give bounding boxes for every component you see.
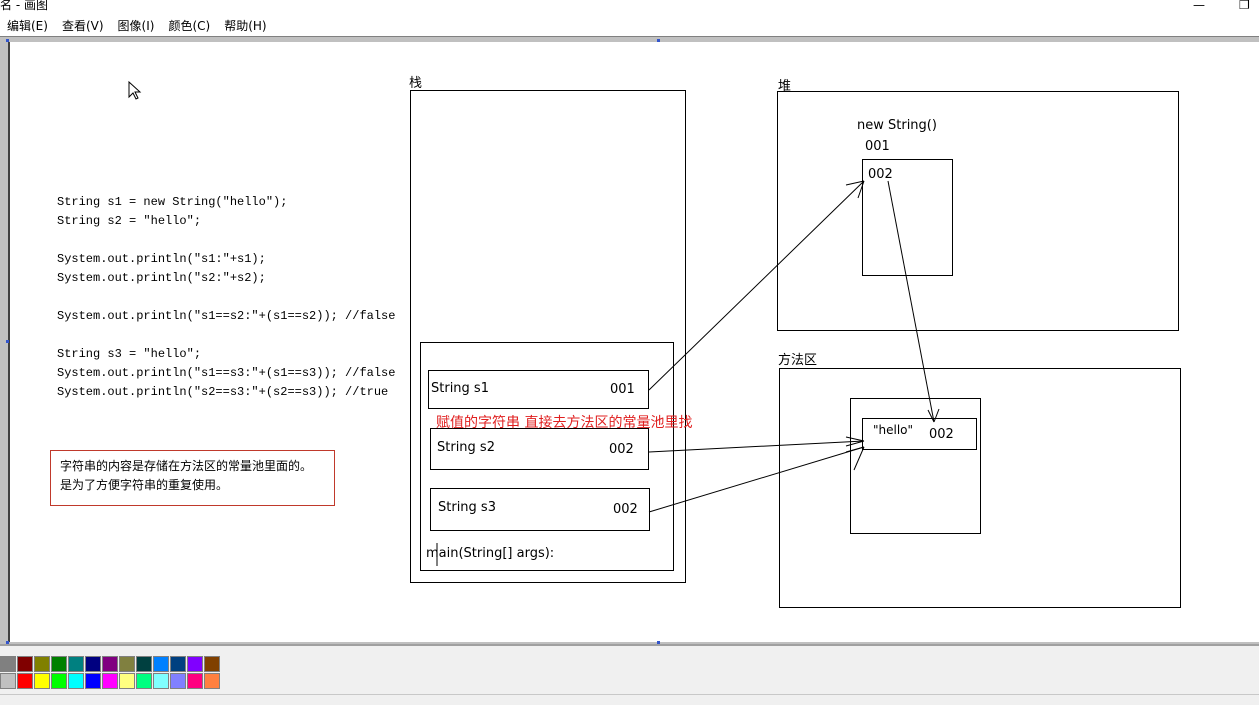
- workspace: [0, 36, 1259, 645]
- code-line-2: String s2 = "hello";: [57, 214, 202, 228]
- color-swatch[interactable]: [170, 656, 186, 672]
- color-swatch[interactable]: [17, 656, 33, 672]
- minimize-button[interactable]: —: [1193, 0, 1205, 12]
- s2-name: String s2: [437, 440, 495, 455]
- color-swatch[interactable]: [0, 656, 16, 672]
- s2-variable-box: [430, 428, 649, 470]
- s2-address: 002: [609, 442, 634, 457]
- heap-label: 堆: [778, 79, 792, 94]
- color-swatch[interactable]: [204, 656, 220, 672]
- color-swatch[interactable]: [68, 673, 84, 689]
- main-method-label: main(String[] args):: [426, 546, 555, 561]
- color-swatch[interactable]: [136, 656, 152, 672]
- code-line-10: System.out.println("s1==s3:"+(s1==s3)); …: [57, 366, 396, 380]
- java-code-block: String s1 = new String("hello"); String …: [57, 193, 395, 402]
- color-swatch[interactable]: [51, 656, 67, 672]
- color-swatch[interactable]: [153, 673, 169, 689]
- title-bar: 名 - 画图 — ❐: [0, 0, 1259, 16]
- color-swatch[interactable]: [119, 656, 135, 672]
- color-swatch[interactable]: [187, 673, 203, 689]
- color-swatch[interactable]: [34, 673, 50, 689]
- menu-colors[interactable]: 颜色(C): [168, 19, 211, 33]
- color-swatch[interactable]: [187, 656, 203, 672]
- s1-variable-box: [428, 370, 649, 409]
- string-pool-note: 字符串的内容是存储在方法区的常量池里面的。 是为了方便字符串的重复使用。: [50, 450, 335, 506]
- code-line-5: System.out.println("s2:"+s2);: [57, 271, 266, 285]
- menu-image[interactable]: 图像(I): [117, 19, 155, 33]
- heap-new-string-label: new String(): [857, 118, 937, 133]
- red-annotation: 赋值的字符串 直接去方法区的常量池里找: [436, 415, 693, 431]
- heap-object-address: 001: [865, 139, 890, 154]
- s3-address: 002: [613, 502, 638, 517]
- status-bar: [0, 694, 1259, 704]
- s1-address: 001: [610, 382, 635, 397]
- color-swatch[interactable]: [34, 656, 50, 672]
- canvas-handle-middle-left[interactable]: [6, 340, 9, 343]
- color-swatch[interactable]: [85, 656, 101, 672]
- color-swatch[interactable]: [17, 673, 33, 689]
- color-swatch[interactable]: [68, 656, 84, 672]
- palette-row-2: [0, 673, 221, 689]
- code-line-9: String s3 = "hello";: [57, 347, 202, 361]
- canvas-handle-bottom-left[interactable]: [6, 641, 9, 644]
- note-line-1: 字符串的内容是存储在方法区的常量池里面的。: [60, 459, 313, 473]
- note-line-2: 是为了方便字符串的重复使用。: [60, 478, 229, 492]
- restore-button[interactable]: ❐: [1239, 0, 1250, 12]
- color-swatch[interactable]: [0, 673, 16, 689]
- s1-name: String s1: [431, 381, 489, 396]
- color-swatch[interactable]: [102, 673, 118, 689]
- color-swatch[interactable]: [204, 673, 220, 689]
- canvas-handle-bottom-middle[interactable]: [657, 641, 660, 644]
- hello-literal: "hello": [873, 423, 914, 437]
- menu-edit[interactable]: 编辑(E): [7, 19, 48, 33]
- canvas-handle-top-middle[interactable]: [657, 39, 660, 42]
- code-line-7: System.out.println("s1==s2:"+(s1==s2)); …: [57, 309, 396, 323]
- color-palette: [0, 656, 221, 690]
- menu-help[interactable]: 帮助(H): [224, 19, 267, 33]
- menu-bar: 编辑(E) 查看(V) 图像(I) 颜色(C) 帮助(H): [0, 16, 1259, 36]
- window-title: 名 - 画图: [0, 0, 48, 12]
- color-swatch[interactable]: [119, 673, 135, 689]
- canvas-handle-top-left[interactable]: [6, 39, 9, 42]
- method-area-label: 方法区: [778, 353, 818, 368]
- color-swatch[interactable]: [136, 673, 152, 689]
- stack-label: 栈: [409, 76, 423, 91]
- color-swatch[interactable]: [170, 673, 186, 689]
- hello-literal-address: 002: [929, 427, 954, 442]
- palette-row-1: [0, 656, 221, 672]
- color-swatch[interactable]: [153, 656, 169, 672]
- heap-inner-address: 002: [868, 167, 893, 182]
- s3-name: String s3: [438, 500, 496, 515]
- code-line-11: System.out.println("s2==s3:"+(s2==s3)); …: [57, 385, 389, 399]
- code-line-1: String s1 = new String("hello");: [57, 195, 288, 209]
- heap-box: [777, 91, 1179, 331]
- color-swatch[interactable]: [85, 673, 101, 689]
- menu-view[interactable]: 查看(V): [61, 19, 104, 33]
- color-swatch[interactable]: [51, 673, 67, 689]
- color-swatch[interactable]: [102, 656, 118, 672]
- code-line-4: System.out.println("s1:"+s1);: [57, 252, 266, 266]
